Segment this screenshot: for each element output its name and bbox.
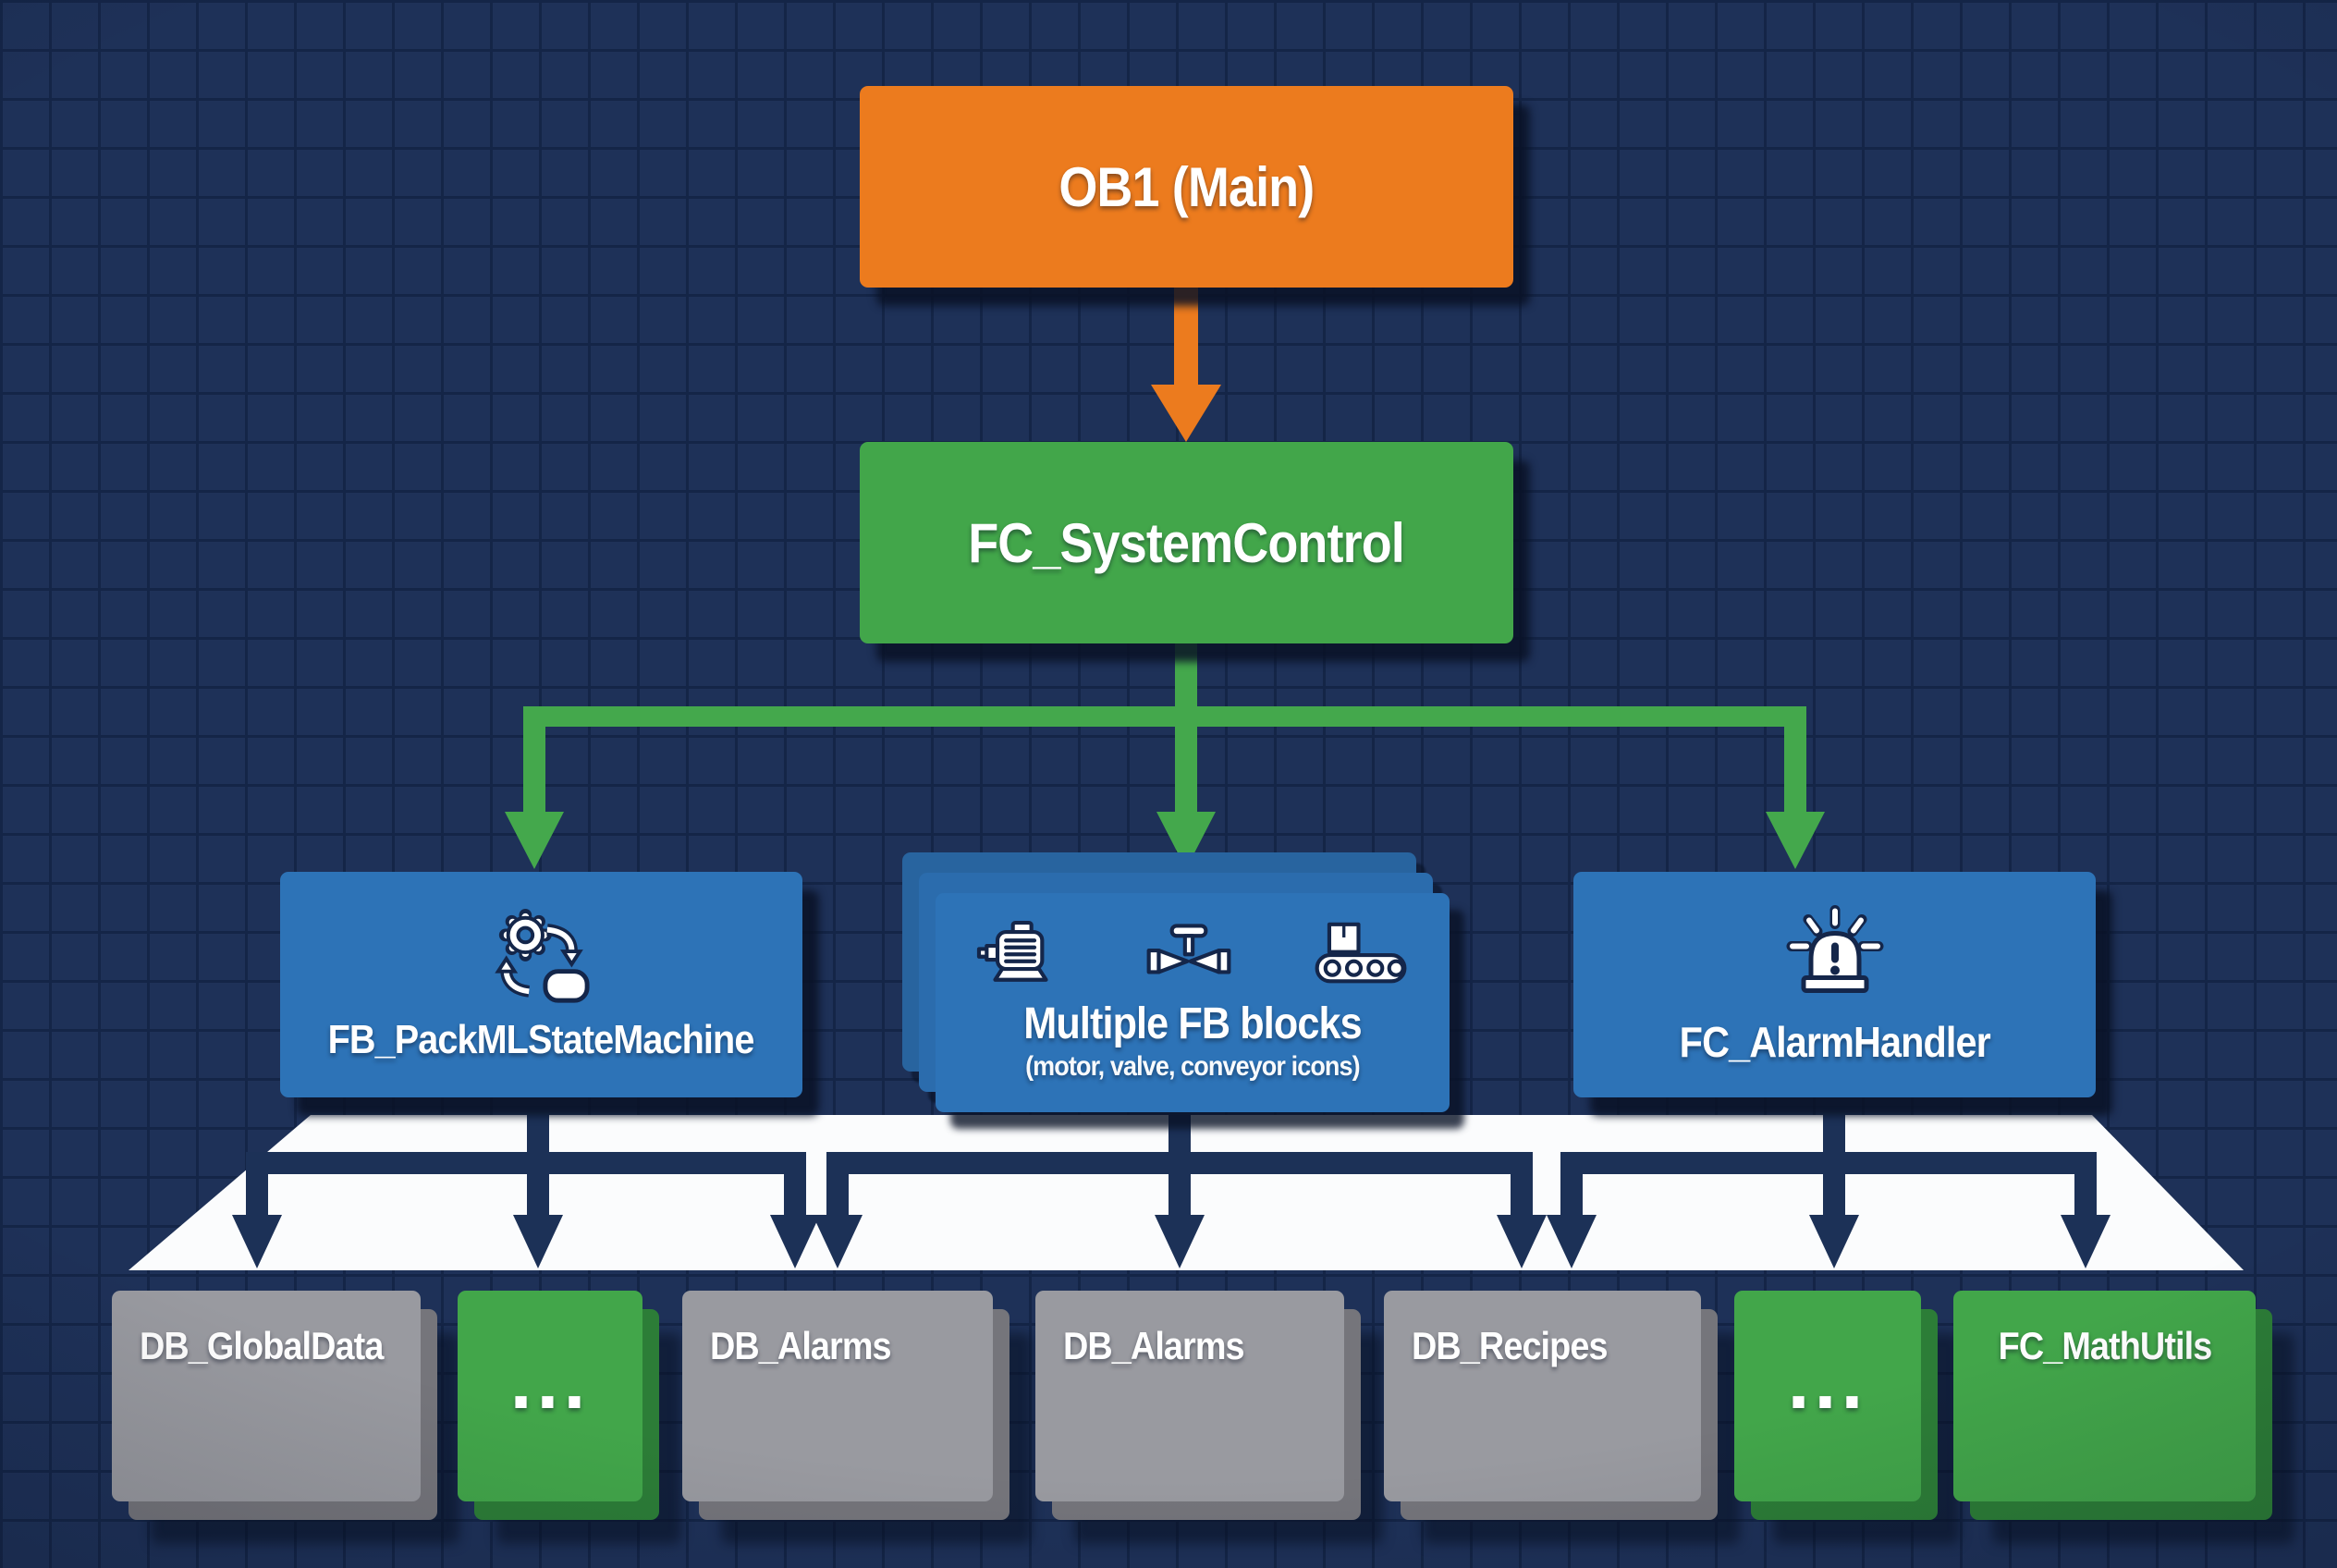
node-db-recipes: DB_Recipes <box>1384 1291 1701 1501</box>
edge-ob1-systemcontrol <box>1151 283 1221 442</box>
node-label: FC_AlarmHandler <box>1679 1018 1990 1066</box>
node-db-alarms-1: DB_Alarms <box>682 1291 993 1501</box>
node-ob1-main: OB1 (Main) <box>860 86 1513 288</box>
node-more-blocks-left: ... <box>458 1291 642 1501</box>
node-label: DB_Recipes <box>1412 1324 1608 1367</box>
node-label: FC_SystemControl <box>968 511 1406 574</box>
motor-icon <box>976 921 1048 982</box>
node-label: DB_Alarms <box>710 1324 892 1367</box>
state-machine-gear-icon <box>494 908 590 1003</box>
node-label: OB1 (Main) <box>1058 155 1315 218</box>
node-sublabel: (motor, valve, conveyor icons) <box>1025 1051 1361 1082</box>
node-fb-packml-statemachine: FB_PackMLStateMachine <box>280 872 802 1097</box>
node-db-globaldata: DB_GlobalData <box>112 1291 421 1501</box>
node-label: DB_Alarms <box>1063 1324 1245 1367</box>
alarm-siren-icon <box>1786 905 1883 993</box>
node-label: Multiple FB blocks <box>1023 999 1362 1048</box>
node-fc-mathutils: FC_MathUtils <box>1953 1291 2256 1501</box>
edges-systemcontrol-level2 <box>505 640 1825 869</box>
node-more-blocks-right: ... <box>1734 1291 1921 1501</box>
node-multiple-fb-blocks: Multiple FB blocks (motor, valve, convey… <box>902 852 1450 1112</box>
stack-card-front: Multiple FB blocks (motor, valve, convey… <box>936 893 1450 1112</box>
conveyor-icon <box>1315 922 1407 984</box>
equipment-icon-row <box>974 915 1411 991</box>
node-fc-alarmhandler: FC_AlarmHandler <box>1573 872 2096 1097</box>
valve-icon <box>1146 924 1231 974</box>
node-db-alarms-2: DB_Alarms <box>1035 1291 1344 1501</box>
node-fc-systemcontrol: FC_SystemControl <box>860 442 1513 643</box>
node-label: FC_MathUtils <box>1998 1324 2212 1367</box>
node-label: DB_GlobalData <box>140 1324 384 1367</box>
edges-level2-level3 <box>232 1096 2111 1268</box>
node-label: FB_PackMLStateMachine <box>328 1017 755 1062</box>
